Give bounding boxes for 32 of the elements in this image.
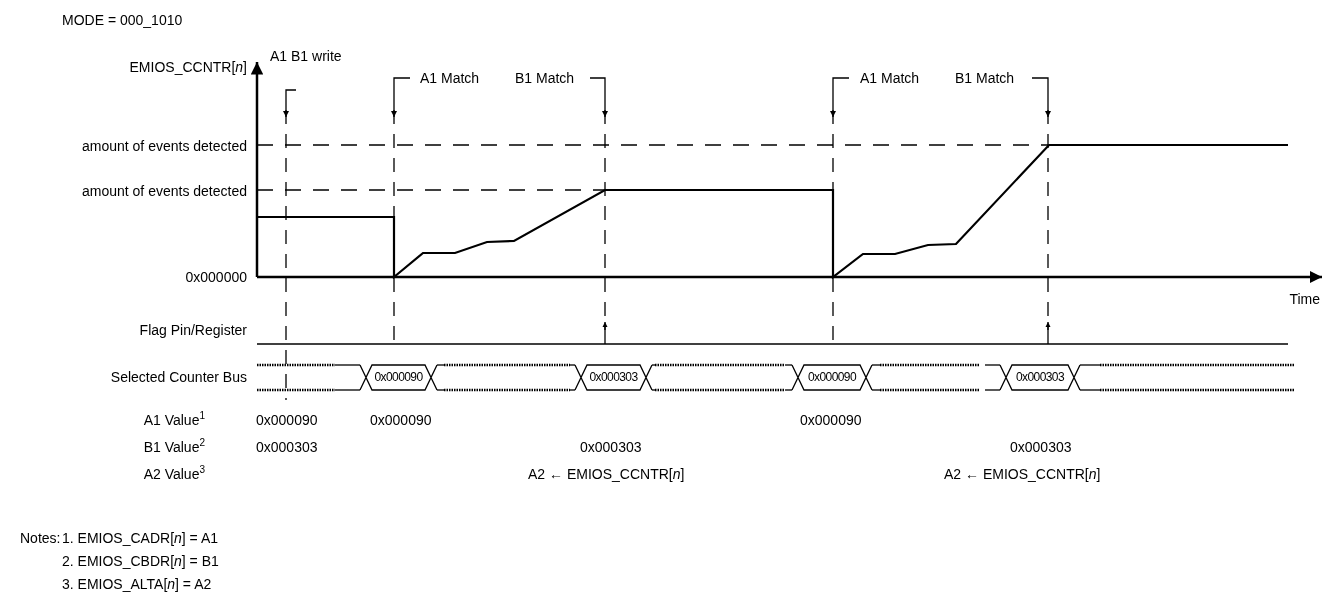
bus-value: 0x000303	[589, 369, 638, 385]
axis-title: Time	[1289, 291, 1320, 307]
event-label: A1 Match	[420, 70, 480, 86]
signal-name: Flag Pin/Register	[139, 322, 247, 338]
capture-note: A2 ← EMIOS_CCNTR[n]	[944, 466, 1101, 482]
notes-heading: Notes:	[20, 530, 61, 546]
register-value: 0x000303	[580, 439, 642, 455]
capture-note: A2 ← EMIOS_CCNTR[n]	[528, 466, 685, 482]
row-label: A1 Value$^{1}$	[143, 412, 205, 428]
event-label: B1 Match	[955, 70, 1015, 86]
bus-value: 0x000090	[808, 369, 856, 385]
register-value: 0x000303	[256, 439, 318, 455]
row-label: A2 Value$^{3}$	[143, 466, 205, 482]
mode-label: MODE = 000_1010	[62, 12, 183, 28]
bus-value: 0x000303	[1016, 369, 1064, 385]
bus-value: 0x000090	[374, 369, 423, 385]
register-value: 0x000303	[1010, 439, 1072, 455]
note-text: 1. EMIOS_CADR[n] = A1	[62, 530, 219, 546]
axis-title: EMIOS_CCNTR[n]	[129, 59, 247, 75]
event-label: A1 Match	[860, 70, 920, 86]
register-value: 0x000090	[256, 412, 318, 428]
event-label: A1 B1 write	[270, 48, 342, 64]
note-text: 2. EMIOS_CBDR[n] = B1	[62, 553, 219, 569]
note-text: 3. EMIOS_ALTA[n] = A2	[62, 576, 212, 592]
register-value: 0x000090	[370, 412, 432, 428]
row-label: B1 Value$^{2}$	[143, 439, 205, 455]
axis-level-label: amount of events detected	[82, 138, 247, 154]
signal-name: Selected Counter Bus	[110, 369, 247, 385]
axis-level-label: amount of events detected	[82, 183, 247, 199]
register-value: 0x000090	[800, 412, 862, 428]
event-label: B1 Match	[515, 70, 575, 86]
axis-level-label: 0x000000	[185, 269, 247, 285]
